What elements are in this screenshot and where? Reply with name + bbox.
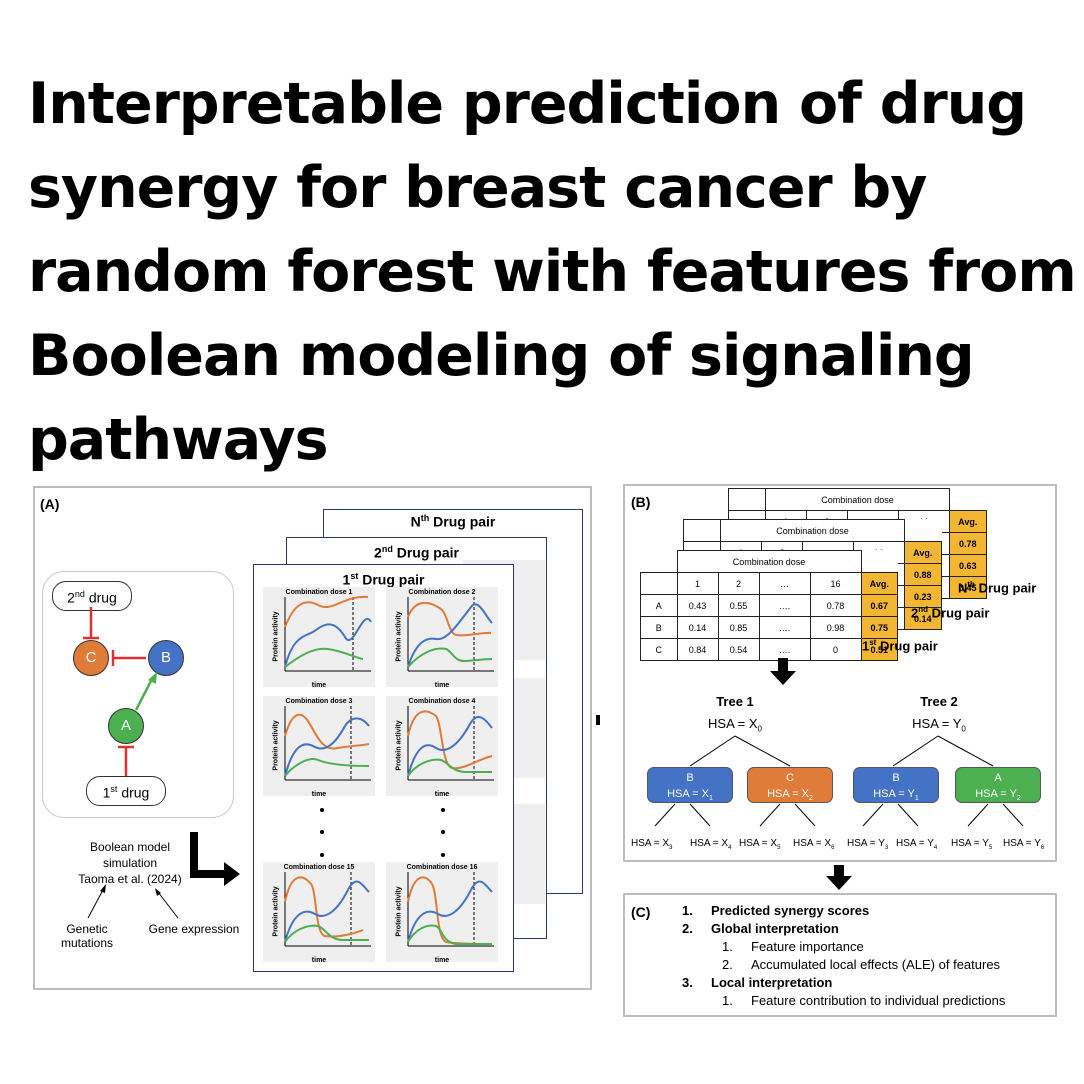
- input-expression: Gene expression: [148, 922, 240, 936]
- panel-b-label: (B): [631, 494, 651, 510]
- node-c: C: [73, 640, 109, 676]
- label-1st-pair: 1st Drug pair: [862, 638, 938, 654]
- leaf-y5: HSA = Y5: [951, 838, 993, 851]
- panel-c-list: 1.Predicted synergy scores 2.Global inte…: [682, 902, 1052, 1010]
- leaf-x3: HSA = X3: [631, 838, 673, 851]
- label-2nd-pair: 2nd Drug pair: [911, 605, 990, 621]
- first-drug-pill: 1st drug: [86, 776, 166, 806]
- model-text-2: simulation: [102, 856, 158, 870]
- input-genetic: Genetic mutations: [60, 922, 114, 950]
- leaf-y3: HSA = Y3: [847, 838, 889, 851]
- leaf-x4: HSA = X4: [690, 838, 732, 851]
- leaf-x5: HSA = X5: [739, 838, 781, 851]
- page-title: Interpretable prediction of drug synergy…: [28, 71, 1077, 473]
- label-nth-pair: Nth Drug pair: [958, 580, 1037, 596]
- down-arrow-2: [826, 865, 852, 890]
- panel-a-label: (A): [40, 496, 60, 512]
- tree1-root: HSA = X0: [708, 716, 762, 734]
- node-b: B: [148, 640, 184, 676]
- leaf-y4: HSA = Y4: [896, 838, 938, 851]
- tree2-root: HSA = Y0: [912, 716, 966, 734]
- tree2-label: Tree 2: [920, 694, 958, 709]
- leaf-x6: HSA = X6: [793, 838, 835, 851]
- panel-c-label: (C): [631, 904, 651, 920]
- down-arrow-1: [770, 658, 796, 685]
- node-a: A: [108, 708, 144, 744]
- list-item: 1.Feature contribution to individual pre…: [722, 993, 1006, 1008]
- list-item: 3.Local interpretation: [682, 975, 833, 990]
- tree1-label: Tree 1: [716, 694, 754, 709]
- list-item: 1.Predicted synergy scores: [682, 903, 870, 918]
- model-text-3: Taoma et al. (2024): [78, 872, 182, 886]
- network-edges: [83, 607, 240, 919]
- model-text-1: Boolean model: [89, 840, 171, 854]
- leaf-y6: HSA = Y6: [1003, 838, 1045, 851]
- network-box: [42, 571, 234, 818]
- panel-c: [623, 893, 1057, 1017]
- ellipsis-dots: [320, 715, 600, 857]
- list-item: 2.Accumulated local effects (ALE) of fea…: [722, 957, 1001, 972]
- tree-edges: [654, 735, 1024, 827]
- list-item: 2.Global interpretation: [682, 921, 839, 936]
- list-item: 1.Feature importance: [722, 939, 864, 954]
